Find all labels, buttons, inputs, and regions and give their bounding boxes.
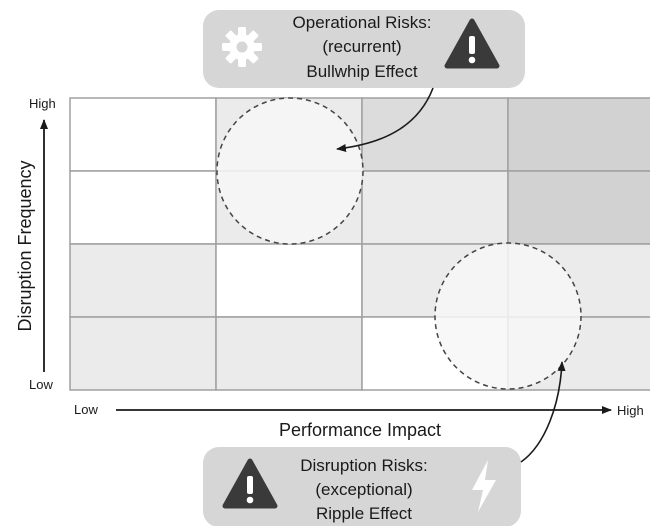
- matrix-cell: [361, 97, 509, 172]
- y-axis-title: Disruption Frequency: [15, 160, 35, 331]
- top-callout-line3: Bullwhip Effect: [306, 62, 417, 81]
- bottom-callout-line1: Disruption Risks:: [300, 456, 428, 475]
- top-callout-line2: (recurrent): [322, 37, 401, 56]
- matrix-cell: [507, 170, 650, 245]
- bottom-callout-line3: Ripple Effect: [316, 504, 412, 523]
- warning-icon: [222, 458, 278, 509]
- matrix-cell: [69, 316, 217, 391]
- y-axis-high-label: High: [29, 96, 56, 111]
- lightning-icon: [472, 460, 496, 512]
- y-axis-low-label: Low: [29, 377, 53, 392]
- x-axis-title: Performance Impact: [279, 420, 441, 440]
- warning-icon: [444, 18, 500, 69]
- top-callout-line1: Operational Risks:: [293, 13, 432, 32]
- bullwhip-pointer-arrow: [336, 87, 434, 152]
- matrix-cell: [69, 170, 217, 245]
- matrix-cell: [69, 97, 217, 172]
- callout-box: [203, 10, 525, 88]
- callout-box: [203, 447, 521, 526]
- matrix-cell: [215, 316, 363, 391]
- x-axis-low-label: Low: [74, 402, 98, 417]
- x-axis-high-label: High: [617, 403, 644, 418]
- ripple-zone-circle: [434, 242, 582, 390]
- bottom-callout-line2: (exceptional): [315, 480, 412, 499]
- gear-icon: [222, 27, 262, 67]
- matrix-cell: [215, 243, 363, 318]
- disruption-risks-callout: Disruption Risks: (exceptional) Ripple E…: [203, 447, 521, 526]
- y-axis: High Low Disruption Frequency: [15, 96, 56, 392]
- ripple-pointer-arrow: [520, 361, 566, 463]
- bullwhip-zone-circle: [216, 97, 364, 245]
- matrix-cell: [507, 97, 650, 172]
- x-axis: Low High Performance Impact: [74, 402, 644, 440]
- matrix-cell: [361, 170, 509, 245]
- operational-risks-callout: Operational Risks: (recurrent) Bullwhip …: [203, 10, 525, 88]
- matrix-cell: [69, 243, 217, 318]
